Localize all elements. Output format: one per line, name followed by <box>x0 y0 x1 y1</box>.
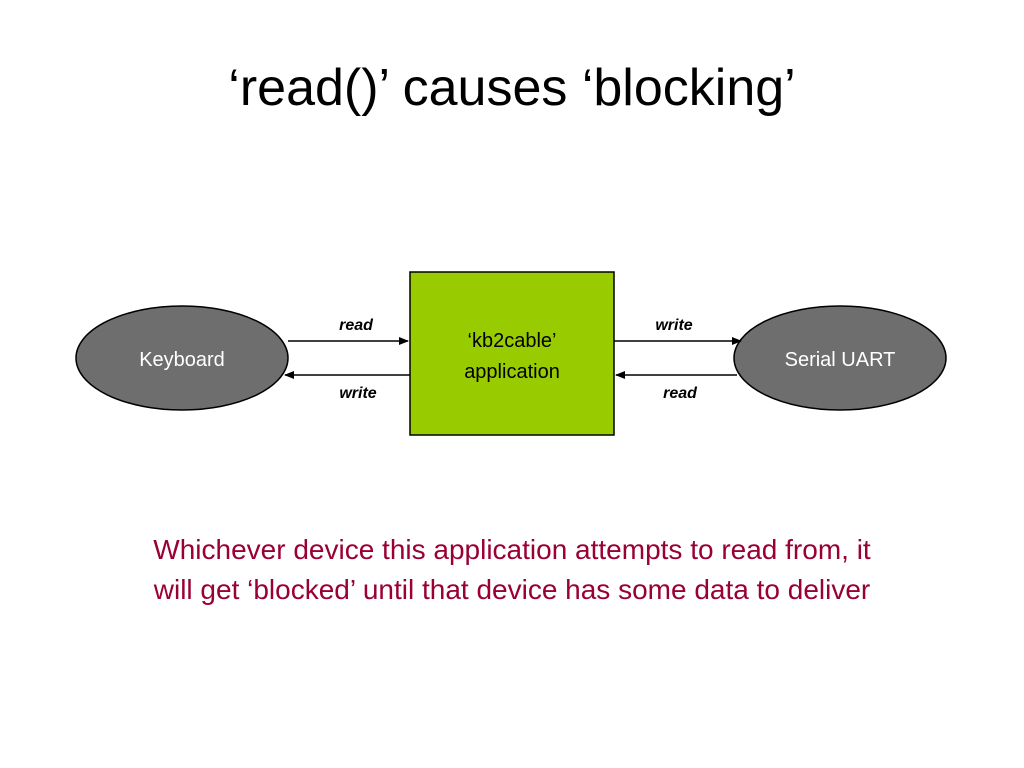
application-node: ‘kb2cable’ application <box>409 271 615 436</box>
right-write-label: write <box>655 317 692 334</box>
left-write-label: write <box>339 385 376 402</box>
blocking-explanation-caption: Whichever device this application attemp… <box>0 530 1024 610</box>
serial-uart-label: Serial UART <box>785 349 896 371</box>
caption-line-1: Whichever device this application attemp… <box>153 534 871 565</box>
serial-uart-node: Serial UART <box>733 305 947 411</box>
serial-uart-ellipse <box>733 305 947 411</box>
application-box <box>409 271 615 436</box>
slide-title: ‘read()’ causes ‘blocking’ <box>228 59 796 117</box>
keyboard-label: Keyboard <box>139 349 225 371</box>
left-read-label: read <box>339 317 374 334</box>
keyboard-ellipse <box>75 305 289 411</box>
application-label-line2: application <box>464 361 560 383</box>
caption-line-2: will get ‘blocked’ until that device has… <box>153 574 871 605</box>
keyboard-node: Keyboard <box>75 305 289 411</box>
application-label-line1: ‘kb2cable’ <box>468 330 557 352</box>
right-read-label: read <box>663 385 698 402</box>
